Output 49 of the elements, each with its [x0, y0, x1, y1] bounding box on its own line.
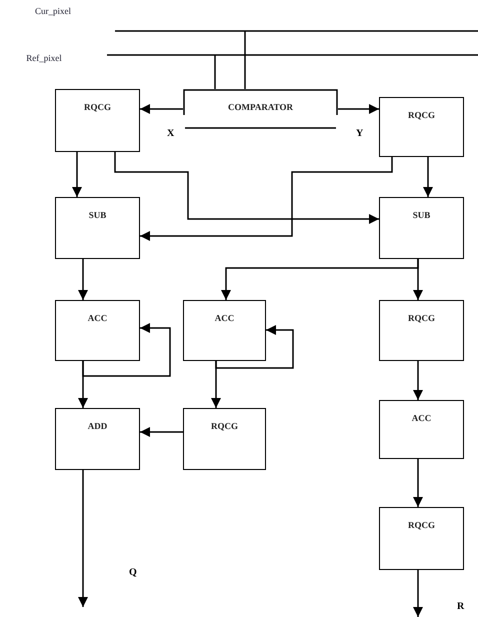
block-box — [379, 197, 464, 259]
arrow — [78, 361, 88, 408]
arrow — [413, 259, 423, 300]
arrow — [140, 104, 183, 114]
arrow — [114, 152, 379, 224]
edge-label: X — [166, 128, 176, 139]
edge-label: Y — [355, 128, 364, 139]
block-label: RQCG — [84, 102, 111, 112]
signal-label: Ref_pixel — [15, 53, 73, 67]
block-label: RQCG — [408, 313, 435, 323]
arrow — [215, 325, 294, 369]
arrow — [413, 570, 423, 617]
block-box — [379, 300, 464, 361]
block-label: RQCG — [211, 421, 238, 431]
block-label: RQCG — [408, 110, 435, 120]
block-box — [379, 97, 464, 157]
edge-label: R — [456, 601, 466, 612]
signal-label: Cur_pixel — [24, 6, 82, 20]
block-label: RQCG — [408, 520, 435, 530]
arrow — [338, 104, 379, 114]
comparator-block — [183, 89, 338, 130]
block-box — [379, 400, 464, 459]
arrow — [140, 157, 393, 241]
block-box — [379, 507, 464, 570]
arrow — [78, 470, 88, 607]
block-label: SUB — [412, 210, 430, 220]
arrow — [140, 427, 183, 437]
block-label: ACC — [412, 413, 432, 423]
block-box — [55, 197, 140, 259]
block-label: COMPARATOR — [228, 102, 293, 112]
block-box — [55, 300, 140, 361]
arrow — [78, 259, 88, 300]
edge-label: Q — [128, 567, 138, 578]
signal-line — [114, 30, 478, 90]
arrow — [211, 361, 221, 408]
block-label: ACC — [88, 313, 108, 323]
arrow — [413, 361, 423, 400]
block-box — [55, 89, 140, 152]
arrow — [72, 152, 82, 197]
block-box — [55, 408, 140, 470]
block-label: SUB — [88, 210, 106, 220]
signal-line — [106, 54, 478, 90]
block-box — [183, 300, 266, 361]
block-box — [183, 408, 266, 470]
block-label: ACC — [214, 313, 234, 323]
arrow — [82, 323, 171, 377]
arrow — [423, 157, 433, 197]
arrow — [413, 459, 423, 507]
block-label: ADD — [88, 421, 108, 431]
